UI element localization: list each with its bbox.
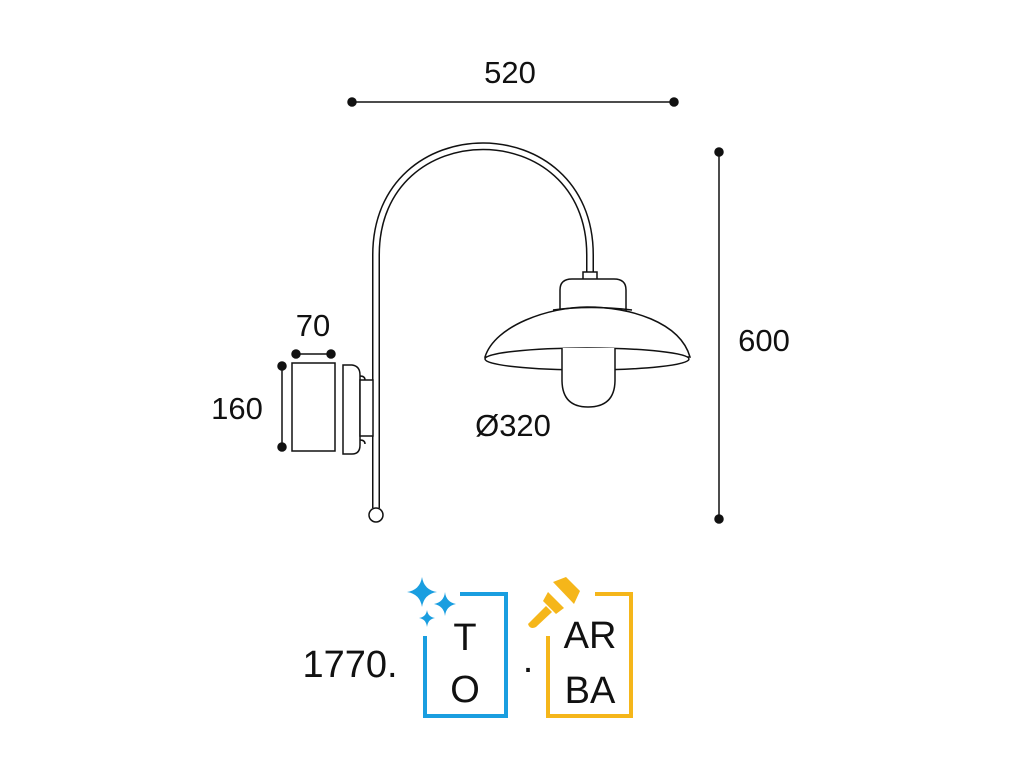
- finish-frame: [423, 592, 508, 718]
- height-dimension: 600: [738, 323, 790, 358]
- paint-letters-1: AR: [564, 615, 617, 657]
- code-separator: .: [523, 639, 534, 681]
- paint-frame: [546, 592, 633, 718]
- lamp-arm: [368, 142, 594, 523]
- shade-diameter-dimension: Ø320: [475, 408, 551, 443]
- dimension-lines: [277, 97, 724, 524]
- paint-letters-2: BA: [565, 670, 616, 712]
- sparkles-icon: [407, 577, 456, 627]
- code-prefix: 1770.: [302, 644, 397, 686]
- finish-letter-1: T: [453, 617, 476, 659]
- wall-mount: [291, 362, 374, 455]
- width-dimension: 520: [484, 55, 536, 90]
- finish-letter-2: O: [450, 669, 480, 711]
- lamp-shade: [483, 271, 691, 408]
- plate-depth-dimension: 70: [296, 308, 330, 343]
- paintbrush-icon: [528, 577, 580, 628]
- plate-height-dimension: 160: [211, 391, 263, 426]
